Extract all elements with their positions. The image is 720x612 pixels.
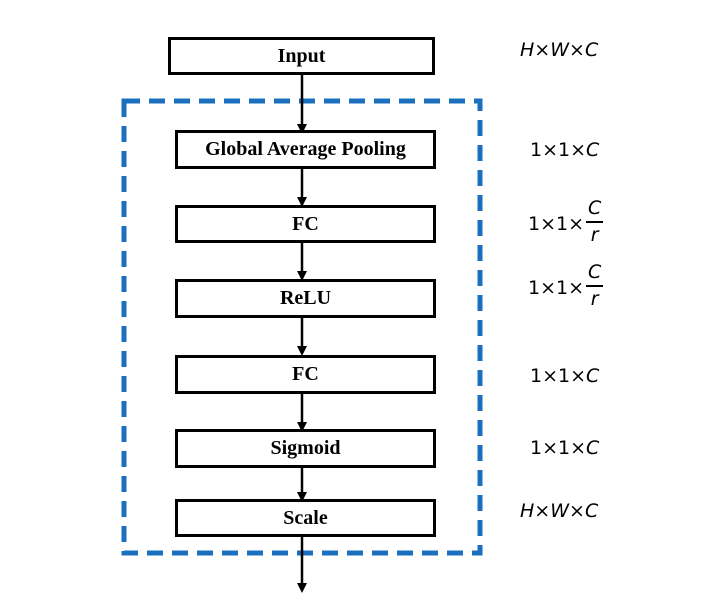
fraction-numerator: C xyxy=(588,197,602,219)
dim-prefix: 1×1× xyxy=(528,213,585,235)
dim-w: W xyxy=(550,500,570,522)
dim-label-relu: 1×1× C r xyxy=(528,260,604,316)
dim-label-scale: H×W×C xyxy=(520,500,599,522)
fraction-bar xyxy=(586,221,604,223)
dim-label-gap: 1×1×C xyxy=(530,136,599,164)
dim-label-fc1: 1×1× C r xyxy=(528,196,604,252)
dim-c: C xyxy=(586,365,600,387)
dim-h: H xyxy=(520,500,535,522)
dim-fraction: C r xyxy=(586,197,604,246)
fraction-bar xyxy=(586,285,604,287)
sigmoid-block: Sigmoid xyxy=(175,429,436,468)
fraction-denominator: r xyxy=(590,224,599,246)
dim-prefix: 1×1× xyxy=(530,139,587,161)
fraction-numerator: C xyxy=(588,261,602,283)
global-average-pooling-block: Global Average Pooling xyxy=(175,130,436,169)
dim-label-sigmoid: 1×1×C xyxy=(530,434,599,462)
dim-fraction: C r xyxy=(586,261,604,310)
dim-label-fc2: 1×1×C xyxy=(530,362,599,390)
dim-prefix: 1×1× xyxy=(530,437,587,459)
dim-c: C xyxy=(586,139,600,161)
scale-block: Scale xyxy=(175,499,436,537)
dim-prefix: 1×1× xyxy=(530,365,587,387)
dim-label-input: H×W×C xyxy=(520,39,599,61)
dim-c: C xyxy=(586,437,600,459)
fraction-denominator: r xyxy=(590,288,599,310)
input-block: Input xyxy=(168,37,435,75)
dim-prefix: 1×1× xyxy=(528,277,585,299)
dim-h: H xyxy=(520,39,535,61)
relu-block: ReLU xyxy=(175,279,436,318)
fc-block-2: FC xyxy=(175,355,436,394)
dim-c: C xyxy=(584,39,599,61)
dim-c: C xyxy=(584,500,599,522)
dim-w: W xyxy=(550,39,570,61)
fc-block-1: FC xyxy=(175,205,436,243)
